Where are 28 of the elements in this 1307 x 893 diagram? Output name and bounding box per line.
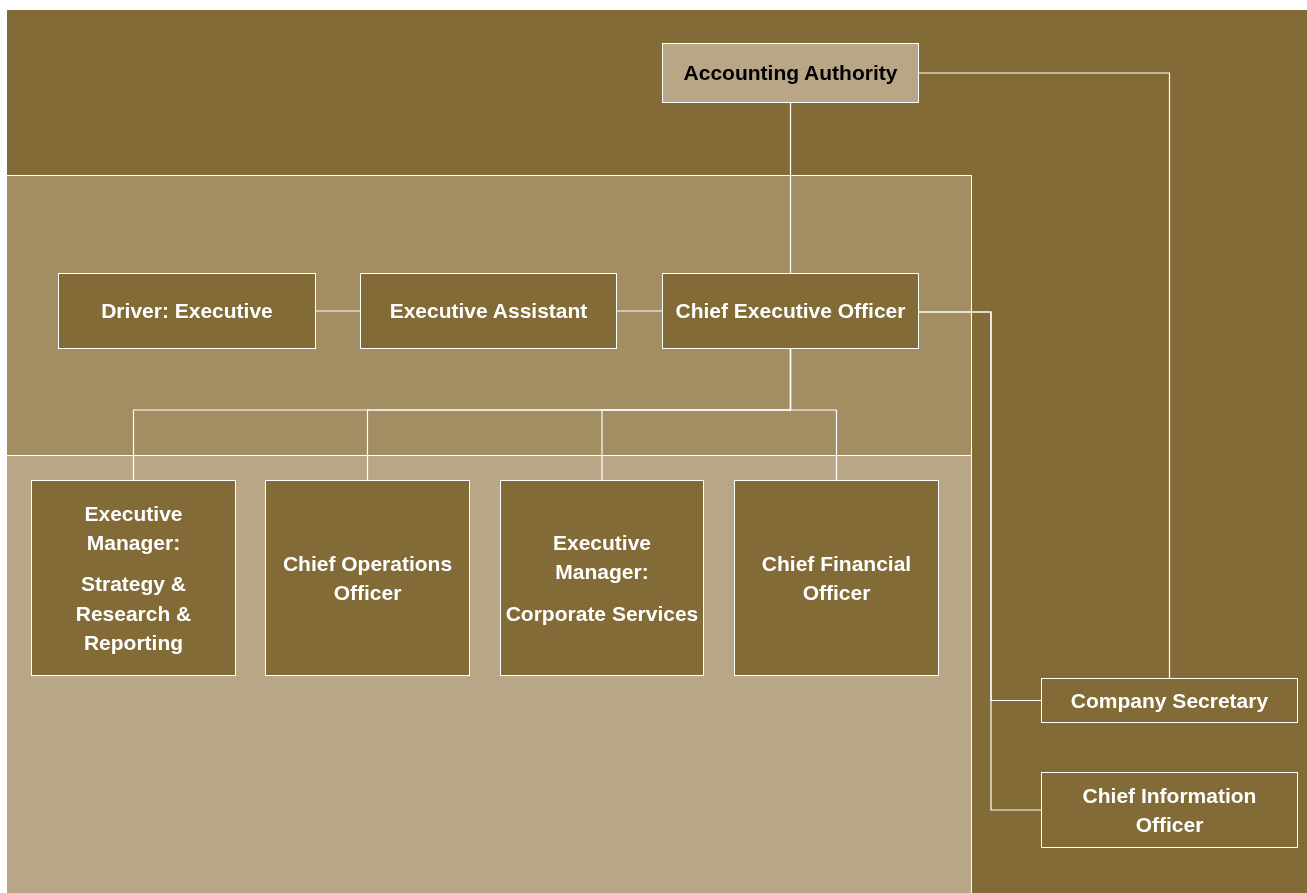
role-box	[31, 480, 236, 676]
role-title: Chief Operations Officer	[281, 550, 454, 606]
role-box	[1041, 772, 1298, 848]
connector-line	[918, 72, 1171, 679]
role-title: Company Secretary	[1070, 687, 1269, 714]
role-title: Executive Manager:	[551, 529, 653, 586]
role-title: Chief Information Officer	[1081, 782, 1258, 838]
connector-line	[918, 311, 1042, 811]
role-box	[1041, 678, 1298, 723]
role-title: Corporate Services	[505, 600, 699, 627]
role-box	[265, 480, 470, 676]
role-box	[662, 43, 919, 103]
role-title: Driver: Executive	[101, 298, 273, 325]
role-box	[662, 273, 919, 349]
role-box	[58, 273, 316, 349]
role-title: Chief Financial Officer	[760, 550, 913, 606]
role-box	[360, 273, 617, 349]
role-title: Executive Manager:	[83, 500, 184, 556]
connector-line	[789, 348, 838, 481]
role-title: Accounting Authority	[683, 60, 898, 87]
connector-line	[789, 102, 792, 274]
connector-line	[315, 310, 361, 312]
role-title: Executive Assistant	[389, 298, 588, 325]
role-title: Chief Executive Officer	[675, 298, 906, 325]
role-box	[734, 480, 939, 676]
role-title: Strategy & Research & Reporting	[74, 571, 193, 657]
role-box	[500, 480, 704, 676]
connector-line	[616, 310, 663, 312]
